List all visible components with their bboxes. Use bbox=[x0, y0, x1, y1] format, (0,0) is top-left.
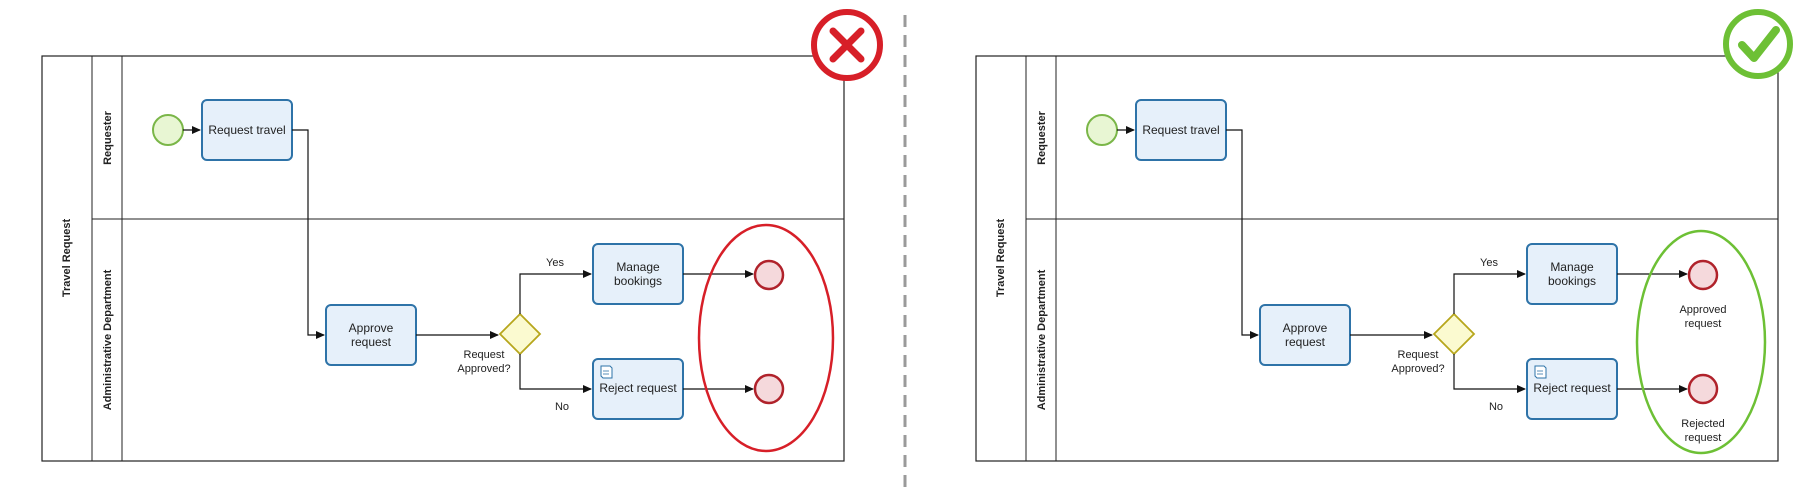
no-label: No bbox=[555, 401, 569, 413]
gateway-label-line2: Approved? bbox=[1391, 363, 1444, 375]
sequence-flow bbox=[292, 129, 325, 339]
sequence-flow bbox=[519, 354, 592, 393]
lane-label-administrative-department: Administrative Department bbox=[102, 269, 114, 410]
lane-label-requester: Requester bbox=[1036, 110, 1048, 165]
yes-label: Yes bbox=[1480, 257, 1498, 269]
end-event-rejected-label: Rejected bbox=[1681, 418, 1724, 430]
task-manage-bookings-label: bookings bbox=[614, 274, 662, 288]
task-approve-request-label: request bbox=[351, 335, 392, 349]
end-event-rejected bbox=[753, 373, 785, 405]
sequence-flow bbox=[1226, 129, 1259, 339]
task-manage-bookings-label: bookings bbox=[1548, 274, 1596, 288]
task-reject-request-label: Reject request bbox=[599, 381, 677, 395]
script-icon bbox=[600, 365, 613, 379]
sequence-flow bbox=[1453, 354, 1526, 393]
task-approve-request-label: Approve bbox=[349, 321, 394, 335]
end-event-approved-label: request bbox=[1685, 318, 1722, 330]
highlight-ellipse bbox=[697, 223, 835, 453]
task-reject-request-label: Reject request bbox=[1533, 381, 1611, 395]
pool-label: Travel Request bbox=[995, 219, 1007, 298]
task-manage-bookings-label: Manage bbox=[1550, 260, 1594, 274]
end-event-approved-label: Approved bbox=[1679, 304, 1726, 316]
task-manage-bookings-label: Manage bbox=[616, 260, 660, 274]
pool-label: Travel Request bbox=[61, 219, 73, 298]
start-event bbox=[152, 114, 184, 146]
task-request-travel-label: Request travel bbox=[1142, 123, 1219, 137]
highlight-ellipse bbox=[1635, 229, 1767, 455]
gateway-label-line1: Request bbox=[1398, 349, 1439, 361]
x-mark-stroke bbox=[829, 27, 865, 63]
end-event-approved bbox=[753, 259, 785, 291]
end-event-rejected-label: request bbox=[1685, 432, 1722, 444]
no-label: No bbox=[1489, 401, 1503, 413]
end-event-approved bbox=[1687, 259, 1719, 291]
end-event-rejected bbox=[1687, 373, 1719, 405]
gateway-label-line1: Request bbox=[464, 349, 505, 361]
sequence-flow bbox=[519, 270, 592, 314]
script-icon bbox=[1534, 365, 1547, 379]
check-mark-icon bbox=[1723, 9, 1793, 79]
check-mark-stroke bbox=[1738, 26, 1780, 62]
task-approve-request-label: request bbox=[1285, 335, 1326, 349]
start-event bbox=[1086, 114, 1118, 146]
task-approve-request-label: Approve bbox=[1283, 321, 1328, 335]
gateway-label-line2: Approved? bbox=[457, 363, 510, 375]
yes-label: Yes bbox=[546, 257, 564, 269]
sequence-flow bbox=[1453, 270, 1526, 314]
task-request-travel-label: Request travel bbox=[208, 123, 285, 137]
lane-label-requester: Requester bbox=[102, 110, 114, 165]
lane-label-administrative-department: Administrative Department bbox=[1036, 269, 1048, 410]
